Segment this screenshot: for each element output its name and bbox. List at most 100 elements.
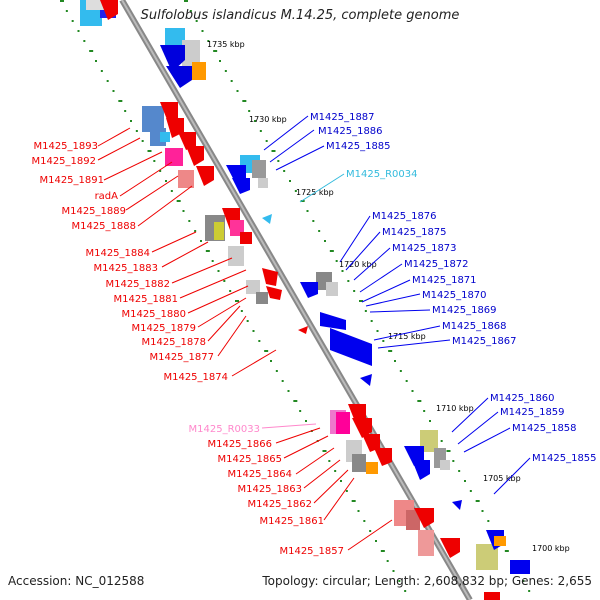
tick-mark <box>254 120 256 122</box>
tick-mark <box>275 370 278 372</box>
tick-mark <box>240 310 243 312</box>
tick-mark <box>188 220 191 222</box>
tick-mark <box>95 60 97 62</box>
tick-mark <box>394 360 396 362</box>
gene-label: M1425_1886 <box>318 126 383 137</box>
tick-mark <box>246 320 249 322</box>
tick-mark <box>130 120 132 122</box>
tick-mark <box>411 390 414 392</box>
gene-label: M1425_1859 <box>500 407 565 418</box>
tick-mark <box>265 140 268 142</box>
tick-mark <box>118 100 123 102</box>
gene-label: M1425_1865 <box>217 454 282 465</box>
tick-mark <box>194 230 197 232</box>
tick-mark <box>184 0 188 2</box>
tick-mark <box>112 90 115 92</box>
gene-label: M1425_1864 <box>227 469 292 480</box>
tick-mark <box>200 240 202 242</box>
gene-label: M1425_1855 <box>532 453 597 464</box>
tick-mark <box>318 230 321 232</box>
gene-label: M1425_1891 <box>39 175 104 186</box>
tick-mark <box>452 460 455 462</box>
tick-mark <box>324 240 326 242</box>
tick-mark <box>464 480 466 482</box>
gene-label: M1425_1860 <box>490 393 555 404</box>
gene-label: M1425_1879 <box>131 323 196 334</box>
tick-mark <box>242 100 247 102</box>
tick-mark <box>469 490 472 492</box>
left-leaders <box>97 127 393 551</box>
tick-mark <box>106 80 109 82</box>
map-title: Sulfolobus islandicus M.14.25, complete … <box>140 8 460 23</box>
tick-mark <box>235 300 239 302</box>
tick-mark <box>71 20 74 22</box>
tick-mark <box>328 460 331 462</box>
tick-mark <box>329 250 334 252</box>
tick-mark <box>201 30 204 32</box>
tick-mark <box>159 170 162 172</box>
tick-mark <box>359 300 363 302</box>
tick-mark <box>65 10 68 12</box>
gene-label: M1425_1888 <box>71 221 136 232</box>
tick-mark <box>252 330 255 332</box>
gene-label: radA <box>95 191 119 202</box>
right-gene-labels: M1425_1887 M1425_1886 M1425_1885 M1425_R… <box>310 112 597 464</box>
kbp-label: 1715 kbp <box>388 332 426 341</box>
tick-mark <box>299 410 302 412</box>
gene-label: M1425_1880 <box>121 309 186 320</box>
tick-mark <box>213 50 218 52</box>
tick-mark <box>504 550 509 552</box>
tick-mark <box>153 160 156 162</box>
gene-label: M1425_1877 <box>149 352 214 363</box>
tick-mark <box>347 280 350 282</box>
tick-mark <box>392 570 395 572</box>
tick-mark <box>300 200 305 202</box>
gene-label: M1425_1867 <box>452 336 517 347</box>
tick-mark <box>89 50 94 52</box>
gene-label: M1425_R0034 <box>346 169 417 180</box>
kbp-label: 1710 kbp <box>436 404 474 413</box>
tick-mark <box>340 480 342 482</box>
tick-mark <box>124 110 127 112</box>
tick-mark <box>440 440 443 442</box>
tick-mark <box>248 110 251 112</box>
gene-label: M1425_1883 <box>93 263 158 274</box>
tick-mark <box>83 40 86 42</box>
tick-mark <box>388 350 393 352</box>
gene-label: M1425_1874 <box>163 372 228 383</box>
gene-label: M1425_1885 <box>326 141 391 152</box>
tick-mark <box>386 560 389 562</box>
tick-mark <box>351 500 356 502</box>
gene-label: M1425_R0033 <box>189 424 260 435</box>
tick-mark <box>458 470 461 472</box>
tick-mark <box>141 140 144 142</box>
tick-mark <box>423 410 426 412</box>
topology-text: Topology: circular; Length: 2,608,832 bp… <box>262 574 592 588</box>
left-gene-labels: M1425_1893 M1425_1892 M1425_1891 radA M1… <box>31 141 344 557</box>
tick-mark <box>363 520 366 522</box>
tick-mark <box>334 470 337 472</box>
kbp-label: 1735 kbp <box>207 40 245 49</box>
tick-mark <box>404 590 407 592</box>
tick-mark <box>446 450 451 452</box>
tick-mark <box>522 580 525 582</box>
tick-mark <box>60 0 64 2</box>
tick-mark <box>322 450 327 452</box>
tick-mark <box>528 590 531 592</box>
tick-tracks <box>60 0 531 592</box>
tick-mark <box>207 40 210 42</box>
gene-label: M1425_1869 <box>432 305 497 316</box>
tick-mark <box>312 220 315 222</box>
gene-label: M1425_1889 <box>61 206 126 217</box>
tick-mark <box>369 530 372 532</box>
tick-mark <box>398 580 401 582</box>
tick-mark <box>294 190 297 192</box>
gene-label: M1425_1876 <box>372 211 437 222</box>
accession-text: Accession: NC_012588 <box>8 574 145 588</box>
gene-label: M1425_1861 <box>259 516 324 527</box>
tick-mark <box>258 340 261 342</box>
kbp-label: 1730 kbp <box>249 115 287 124</box>
gene-label: M1425_1862 <box>247 499 312 510</box>
gene-label: M1425_1870 <box>422 290 487 301</box>
